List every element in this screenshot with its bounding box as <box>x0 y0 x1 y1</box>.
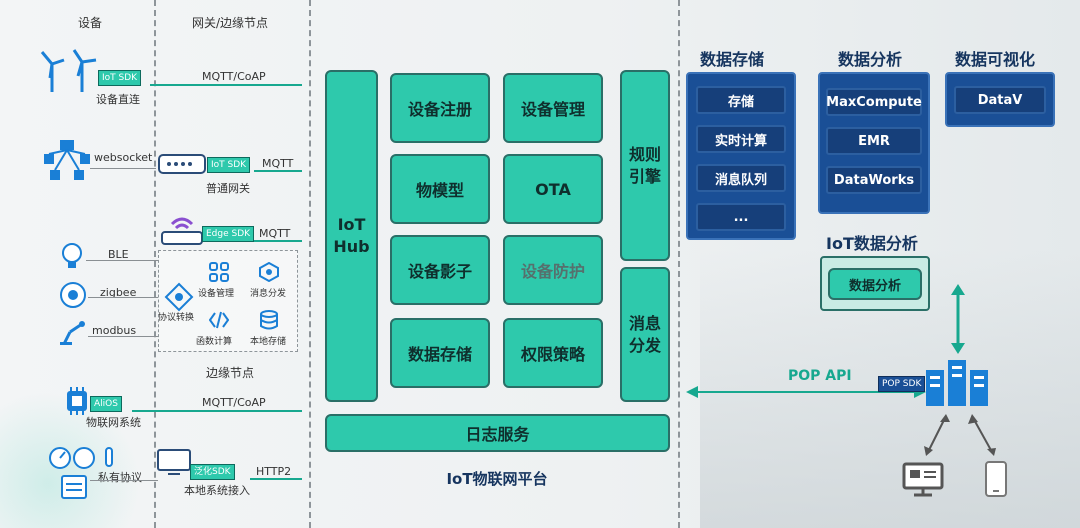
local-storage-icon <box>260 310 278 330</box>
protocol-label: MQTT <box>262 157 294 170</box>
protocol-label: MQTT/CoAP <box>202 396 266 409</box>
separator-cloud <box>678 0 680 528</box>
chip-icon <box>67 387 87 415</box>
protocol-convert-icon <box>164 282 194 312</box>
connection-line <box>90 168 156 169</box>
analysis-item[interactable]: MaxCompute <box>826 88 922 116</box>
iot-hub-label: IoT Hub <box>333 215 370 256</box>
device-manage-icon <box>209 262 229 282</box>
connection-line <box>86 260 158 261</box>
tile-data-storage[interactable]: 数据存储 <box>390 318 490 388</box>
analysis-title: 数据分析 <box>838 50 903 69</box>
mobile-phone-icon <box>985 461 1007 497</box>
device-label: modbus <box>92 324 137 337</box>
sdk-badge: Edge SDK <box>202 226 255 242</box>
tile-device-manage[interactable]: 设备管理 <box>503 73 603 143</box>
connection-line <box>132 410 302 412</box>
edge-item-label: 设备管理 <box>198 289 235 299</box>
device-label: 私有协议 <box>98 471 142 484</box>
sdk-badge: POP SDK <box>878 376 926 392</box>
storage-item[interactable]: ... <box>696 203 786 231</box>
vertical-double-arrow-icon <box>951 284 965 354</box>
bulb-icon <box>62 243 82 268</box>
storage-item[interactable]: 实时计算 <box>696 125 786 153</box>
analysis-item[interactable]: EMR <box>826 127 922 155</box>
storage-item[interactable]: 存储 <box>696 86 786 114</box>
connection-line <box>250 478 302 480</box>
device-label: zigbee <box>100 286 137 299</box>
log-service-bar[interactable]: 日志服务 <box>325 414 670 452</box>
protocol-label: MQTT/CoAP <box>202 70 266 83</box>
rule-engine-label: 规则 引擎 <box>628 144 661 186</box>
device-label: 设备直连 <box>96 93 140 106</box>
column-title-gateway: 网关/边缘节点 <box>191 16 269 30</box>
desktop-monitor-icon <box>902 462 944 497</box>
tile-thing-model[interactable]: 物模型 <box>390 154 490 224</box>
gateway-label: 普通网关 <box>206 182 250 195</box>
iot-analysis-title: IoT数据分析 <box>826 234 918 253</box>
edge-item-label: 函数计算 <box>196 337 233 347</box>
sdk-badge: IoT SDK <box>207 157 251 173</box>
edge-item-label: 消息分发 <box>250 289 287 299</box>
sdk-badge: 泛化SDK <box>190 464 235 480</box>
column-title-devices: 设备 <box>77 16 102 30</box>
tile-device-protection[interactable]: 设备防护 <box>503 235 603 305</box>
tile-device-shadow[interactable]: 设备影子 <box>390 235 490 305</box>
tile-permission-policy[interactable]: 权限策略 <box>503 318 603 388</box>
device-label: websocket <box>94 151 153 164</box>
connection-line <box>90 480 158 481</box>
tile-device-register[interactable]: 设备注册 <box>390 73 490 143</box>
pop-api-label: POP API <box>788 368 852 384</box>
tile-ota[interactable]: OTA <box>503 154 603 224</box>
wifi-router-icon <box>161 217 203 245</box>
visual-title: 数据可视化 <box>955 50 1036 69</box>
device-label: BLE <box>108 248 129 261</box>
rule-engine-block[interactable]: 规则 引擎 <box>620 70 670 261</box>
router-icon <box>158 154 206 174</box>
message-dispatch-block[interactable]: 消息 分发 <box>620 267 670 402</box>
separator-device <box>154 0 156 528</box>
meter-gauge-icon <box>49 447 113 499</box>
gateway-label: 本地系统接入 <box>184 484 250 497</box>
sensor-icon <box>60 282 86 308</box>
analysis-item[interactable]: DataWorks <box>826 166 922 194</box>
visual-item[interactable]: DataV <box>954 86 1046 114</box>
storage-title: 数据存储 <box>700 50 765 69</box>
edge-node-caption: 边缘节点 <box>206 366 255 380</box>
network-device-icon <box>44 140 90 180</box>
wind-turbine-icon <box>40 49 97 92</box>
storage-item[interactable]: 消息队列 <box>696 164 786 192</box>
connection-line <box>254 170 302 172</box>
connection-line <box>88 336 158 337</box>
monitor-icon <box>157 449 191 475</box>
protocol-label: HTTP2 <box>256 465 292 478</box>
device-label: 物联网系统 <box>86 416 141 429</box>
message-dispatch-icon <box>259 262 279 282</box>
sdk-badge: IoT SDK <box>98 70 142 86</box>
iot-analysis-item[interactable]: 数据分析 <box>828 268 922 300</box>
connection-line <box>150 84 302 86</box>
iot-hub-block[interactable]: IoT Hub <box>325 70 378 402</box>
connection-line <box>254 240 302 242</box>
message-dispatch-label: 消息 分发 <box>628 313 661 355</box>
edge-item-label: 协议转换 <box>158 313 195 323</box>
protocol-label: MQTT <box>259 227 291 240</box>
edge-item-label: 本地存储 <box>250 337 287 347</box>
separator-gateway <box>309 0 311 528</box>
sdk-badge: AliOS <box>90 396 122 412</box>
platform-caption: IoT物联网平台 <box>446 470 548 488</box>
function-compute-icon <box>209 311 229 329</box>
server-cluster-icon <box>926 360 988 406</box>
robot-arm-icon <box>60 321 85 345</box>
connection-line <box>88 297 158 298</box>
diagonal-arrows-icon <box>924 414 996 456</box>
